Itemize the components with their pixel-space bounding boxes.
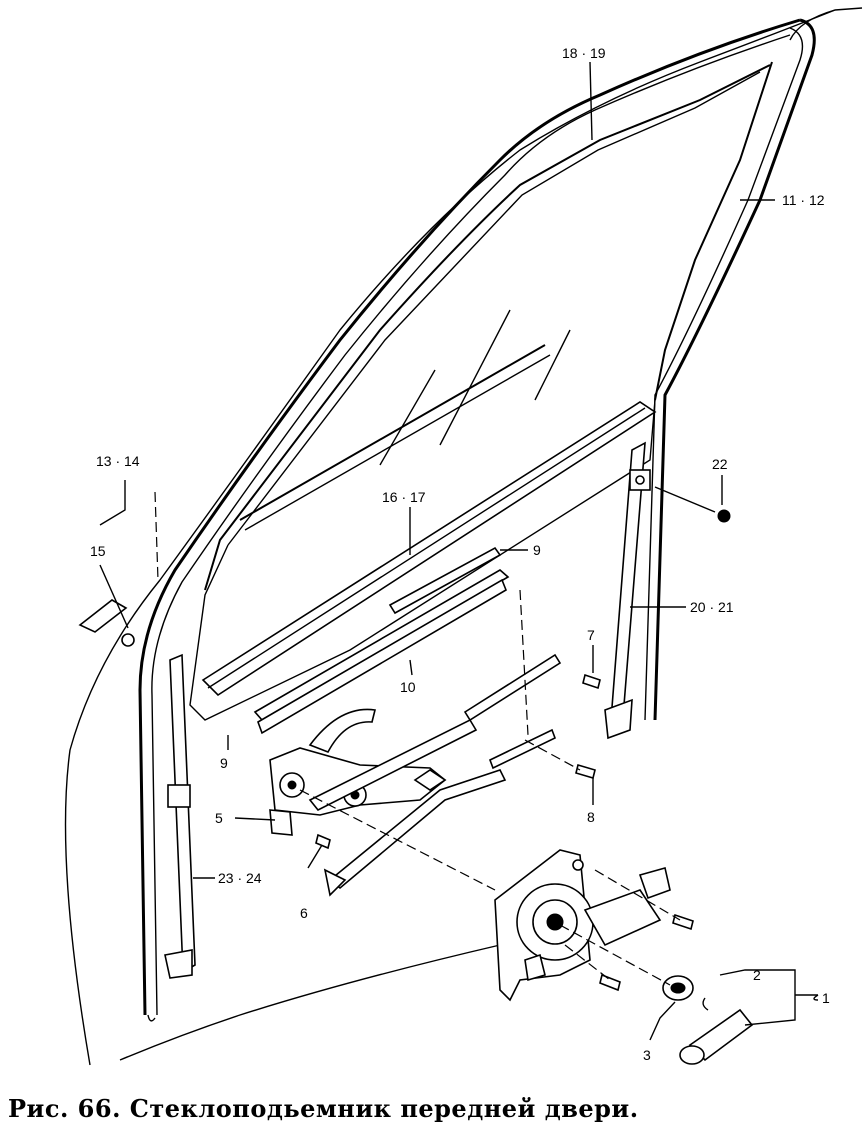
regulator-mechanism [269,708,507,897]
label-1: 1 [822,990,830,1006]
label-5: 5 [215,810,223,826]
window-run-channel [138,18,816,1022]
glass-channel [201,401,657,697]
label-9-upper: 9 [533,542,541,558]
label-20-21: 20 · 21 [690,599,734,615]
label-7: 7 [587,627,595,643]
label-15: 15 [90,543,106,559]
guide-rails [253,546,562,770]
part-labels: 18 · 19 11 · 12 13 · 14 15 16 · 17 22 9 … [90,45,830,1063]
label-23-24: 23 · 24 [218,870,262,886]
label-2: 2 [753,967,761,983]
leader-lines [99,61,819,1041]
front-guide-rail [164,653,196,979]
figure-caption: Рис. 66. Стеклоподьемник передней двери. [8,1094,639,1123]
label-8: 8 [587,809,595,825]
label-10: 10 [400,679,416,695]
rear-guide-rail [604,441,651,740]
label-11-12: 11 · 12 [782,192,825,208]
label-16-17: 16 · 17 [382,489,426,505]
window-glass [189,309,656,721]
crank-handle [662,975,754,1065]
motor-assembly [494,849,671,1002]
exploded-diagram: 18 · 19 11 · 12 13 · 14 15 16 · 17 22 9 … [64,7,863,1066]
label-3: 3 [643,1047,651,1063]
label-6: 6 [300,905,308,921]
label-18-19: 18 · 19 [562,45,606,61]
clips-13-15 [78,599,135,647]
label-9-lower: 9 [220,755,228,771]
label-13-14: 13 · 14 [96,453,140,469]
label-22: 22 [712,456,728,472]
